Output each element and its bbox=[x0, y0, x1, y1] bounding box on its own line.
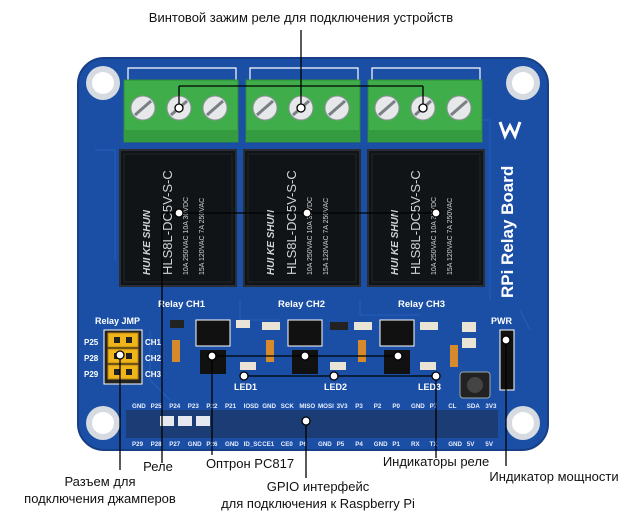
gpio-pin-label: P28 bbox=[151, 441, 163, 448]
gpio-pin-label: TX bbox=[430, 441, 439, 448]
relay-text-ch3: HUI KE SHUN HLS8L-DC5V-S-C 10A 250VAC 10… bbox=[390, 170, 454, 275]
relay-model-3: HLS8L-DC5V-S-C bbox=[408, 170, 423, 275]
callout-opto-text: Оптрон PC817 bbox=[206, 456, 294, 471]
callout-gpio-text-2: для подключения к Raspberry Pi bbox=[221, 496, 415, 511]
jmp-pin-2: P28 bbox=[84, 354, 99, 363]
gpio-pin-label: GND bbox=[374, 441, 388, 448]
relay-rating-a-1: 10A 250VAC 10A 30VDC bbox=[183, 197, 190, 275]
relay-model-2: HLS8L-DC5V-S-C bbox=[284, 170, 299, 275]
waveshare-logo-icon bbox=[498, 121, 522, 140]
channel-label-2: Relay CH2 bbox=[278, 299, 325, 310]
gpio-pin-label: P27 bbox=[169, 441, 181, 448]
gpio-pin-label: P4 bbox=[355, 441, 363, 448]
relay-rating-b-3: 15A 120VAC 7A 250VAC bbox=[447, 198, 454, 275]
relay-brand-3: HUI KE SHUN bbox=[390, 209, 401, 275]
gpio-pin-label: P21 bbox=[225, 403, 237, 410]
optocouplers bbox=[195, 319, 415, 374]
led-label-1: LED1 bbox=[234, 382, 257, 392]
jmp-title: Relay JMP bbox=[95, 316, 140, 326]
mounting-holes bbox=[86, 66, 540, 440]
callout-leds-text: Индикаторы реле bbox=[383, 454, 489, 469]
gpio-pin-label: P23 bbox=[188, 403, 200, 410]
gpio-pin-label: 5V bbox=[485, 441, 493, 448]
gpio-pin-label: CL bbox=[448, 403, 456, 410]
relay-brand-2: HUI KE SHUN bbox=[266, 209, 277, 275]
gpio-pin-label: P29 bbox=[132, 441, 144, 448]
gpio-pin-label: IOSD bbox=[244, 403, 260, 410]
relay-text-ch2: HUI KE SHUN HLS8L-DC5V-S-C 10A 250VAC 10… bbox=[266, 170, 330, 275]
gpio-pin-label: 3V3 bbox=[485, 403, 497, 410]
callout-jumper-text-2: подключения джамперов bbox=[24, 491, 176, 506]
gpio-pin-label: P5 bbox=[337, 441, 345, 448]
gpio-pin-label: GND bbox=[132, 403, 146, 410]
gpio-pin-label: GND bbox=[318, 441, 332, 448]
relay-rating-a-2: 10A 250VAC 10A 30VDC bbox=[307, 197, 314, 275]
power-led bbox=[499, 329, 515, 391]
relay-ch2 bbox=[243, 149, 361, 287]
gpio-pin-label: SDA bbox=[467, 403, 481, 410]
jmp-ch-3: CH3 bbox=[145, 370, 162, 379]
callout-power-text: Индикатор мощности bbox=[489, 469, 618, 484]
smd-components bbox=[170, 320, 476, 370]
relay-ch3 bbox=[367, 149, 485, 287]
screw-terminal-ch3 bbox=[367, 79, 483, 143]
gpio-pin-label: MISO bbox=[299, 403, 315, 410]
gpio-pin-label: P3 bbox=[355, 403, 363, 410]
callout-markers bbox=[115, 103, 511, 426]
gpio-pin-label: P7 bbox=[430, 403, 438, 410]
gpio-pin-label: P0 bbox=[392, 403, 400, 410]
jmp-pin-3: P29 bbox=[84, 370, 99, 379]
jmp-ch-1: CH1 bbox=[145, 338, 162, 347]
led-label-2: LED2 bbox=[324, 382, 347, 392]
gpio-pin-label: CE1 bbox=[262, 441, 275, 448]
pwr-label: PWR bbox=[491, 316, 512, 326]
relay-brand-1: HUI KE SHUN bbox=[142, 209, 153, 275]
callout-lines bbox=[119, 30, 507, 478]
gpio-pin-label: GND bbox=[262, 403, 276, 410]
relay-rating-a-3: 10A 250VAC 10A 30VDC bbox=[431, 197, 438, 275]
jmp-ch-2: CH2 bbox=[145, 354, 162, 363]
relay-ch1 bbox=[119, 149, 237, 287]
gpio-pin-label: CE0 bbox=[281, 441, 294, 448]
gpio-pin-label: P25 bbox=[151, 403, 163, 410]
channel-label-3: Relay CH3 bbox=[398, 299, 445, 310]
terminal-silkscreen bbox=[127, 67, 481, 80]
jumper-header bbox=[103, 329, 143, 385]
gpio-pin-label: MOSI bbox=[318, 403, 334, 410]
gpio-pin-label: GND bbox=[411, 403, 425, 410]
callout-jumper-text-1: Разъем для bbox=[64, 474, 135, 489]
callout-relay-text: Реле bbox=[143, 459, 173, 474]
channel-label-1: Relay CH1 bbox=[158, 299, 206, 310]
board-title: RPi Relay Board bbox=[498, 166, 517, 298]
relay-rating-b-2: 15A 120VAC 7A 250VAC bbox=[323, 198, 330, 275]
gpio-pin-label: 5V bbox=[467, 441, 475, 448]
jmp-pin-1: P25 bbox=[84, 338, 99, 347]
gpio-pin-label: P24 bbox=[169, 403, 181, 410]
gpio-pin-label: P1 bbox=[392, 441, 400, 448]
gpio-pin-label: P2 bbox=[374, 403, 382, 410]
relay-model-1: HLS8L-DC5V-S-C bbox=[160, 170, 175, 275]
callout-top-text: Винтовой зажим реле для подключения устр… bbox=[149, 10, 454, 25]
gpio-pin-label: GND bbox=[188, 441, 202, 448]
gpio-header bbox=[126, 410, 498, 438]
relay-text-ch1: HUI KE SHUN HLS8L-DC5V-S-C 10A 250VAC 10… bbox=[142, 170, 206, 275]
gpio-pin-label: GND bbox=[225, 441, 239, 448]
gpio-pin-label: SCK bbox=[281, 403, 295, 410]
gpio-pin-label: P6 bbox=[299, 441, 307, 448]
led-label-3: LED3 bbox=[418, 382, 441, 392]
gpio-pin-label: 3V3 bbox=[337, 403, 349, 410]
relay-rating-b-1: 15A 120VAC 7A 250VAC bbox=[199, 198, 206, 275]
gpio-pin-label: RX bbox=[411, 441, 420, 448]
callout-gpio-text-1: GPIO интерфейс bbox=[267, 479, 370, 494]
gpio-pin-label: ID_SC bbox=[244, 441, 263, 448]
gpio-pin-label: GND bbox=[448, 441, 462, 448]
